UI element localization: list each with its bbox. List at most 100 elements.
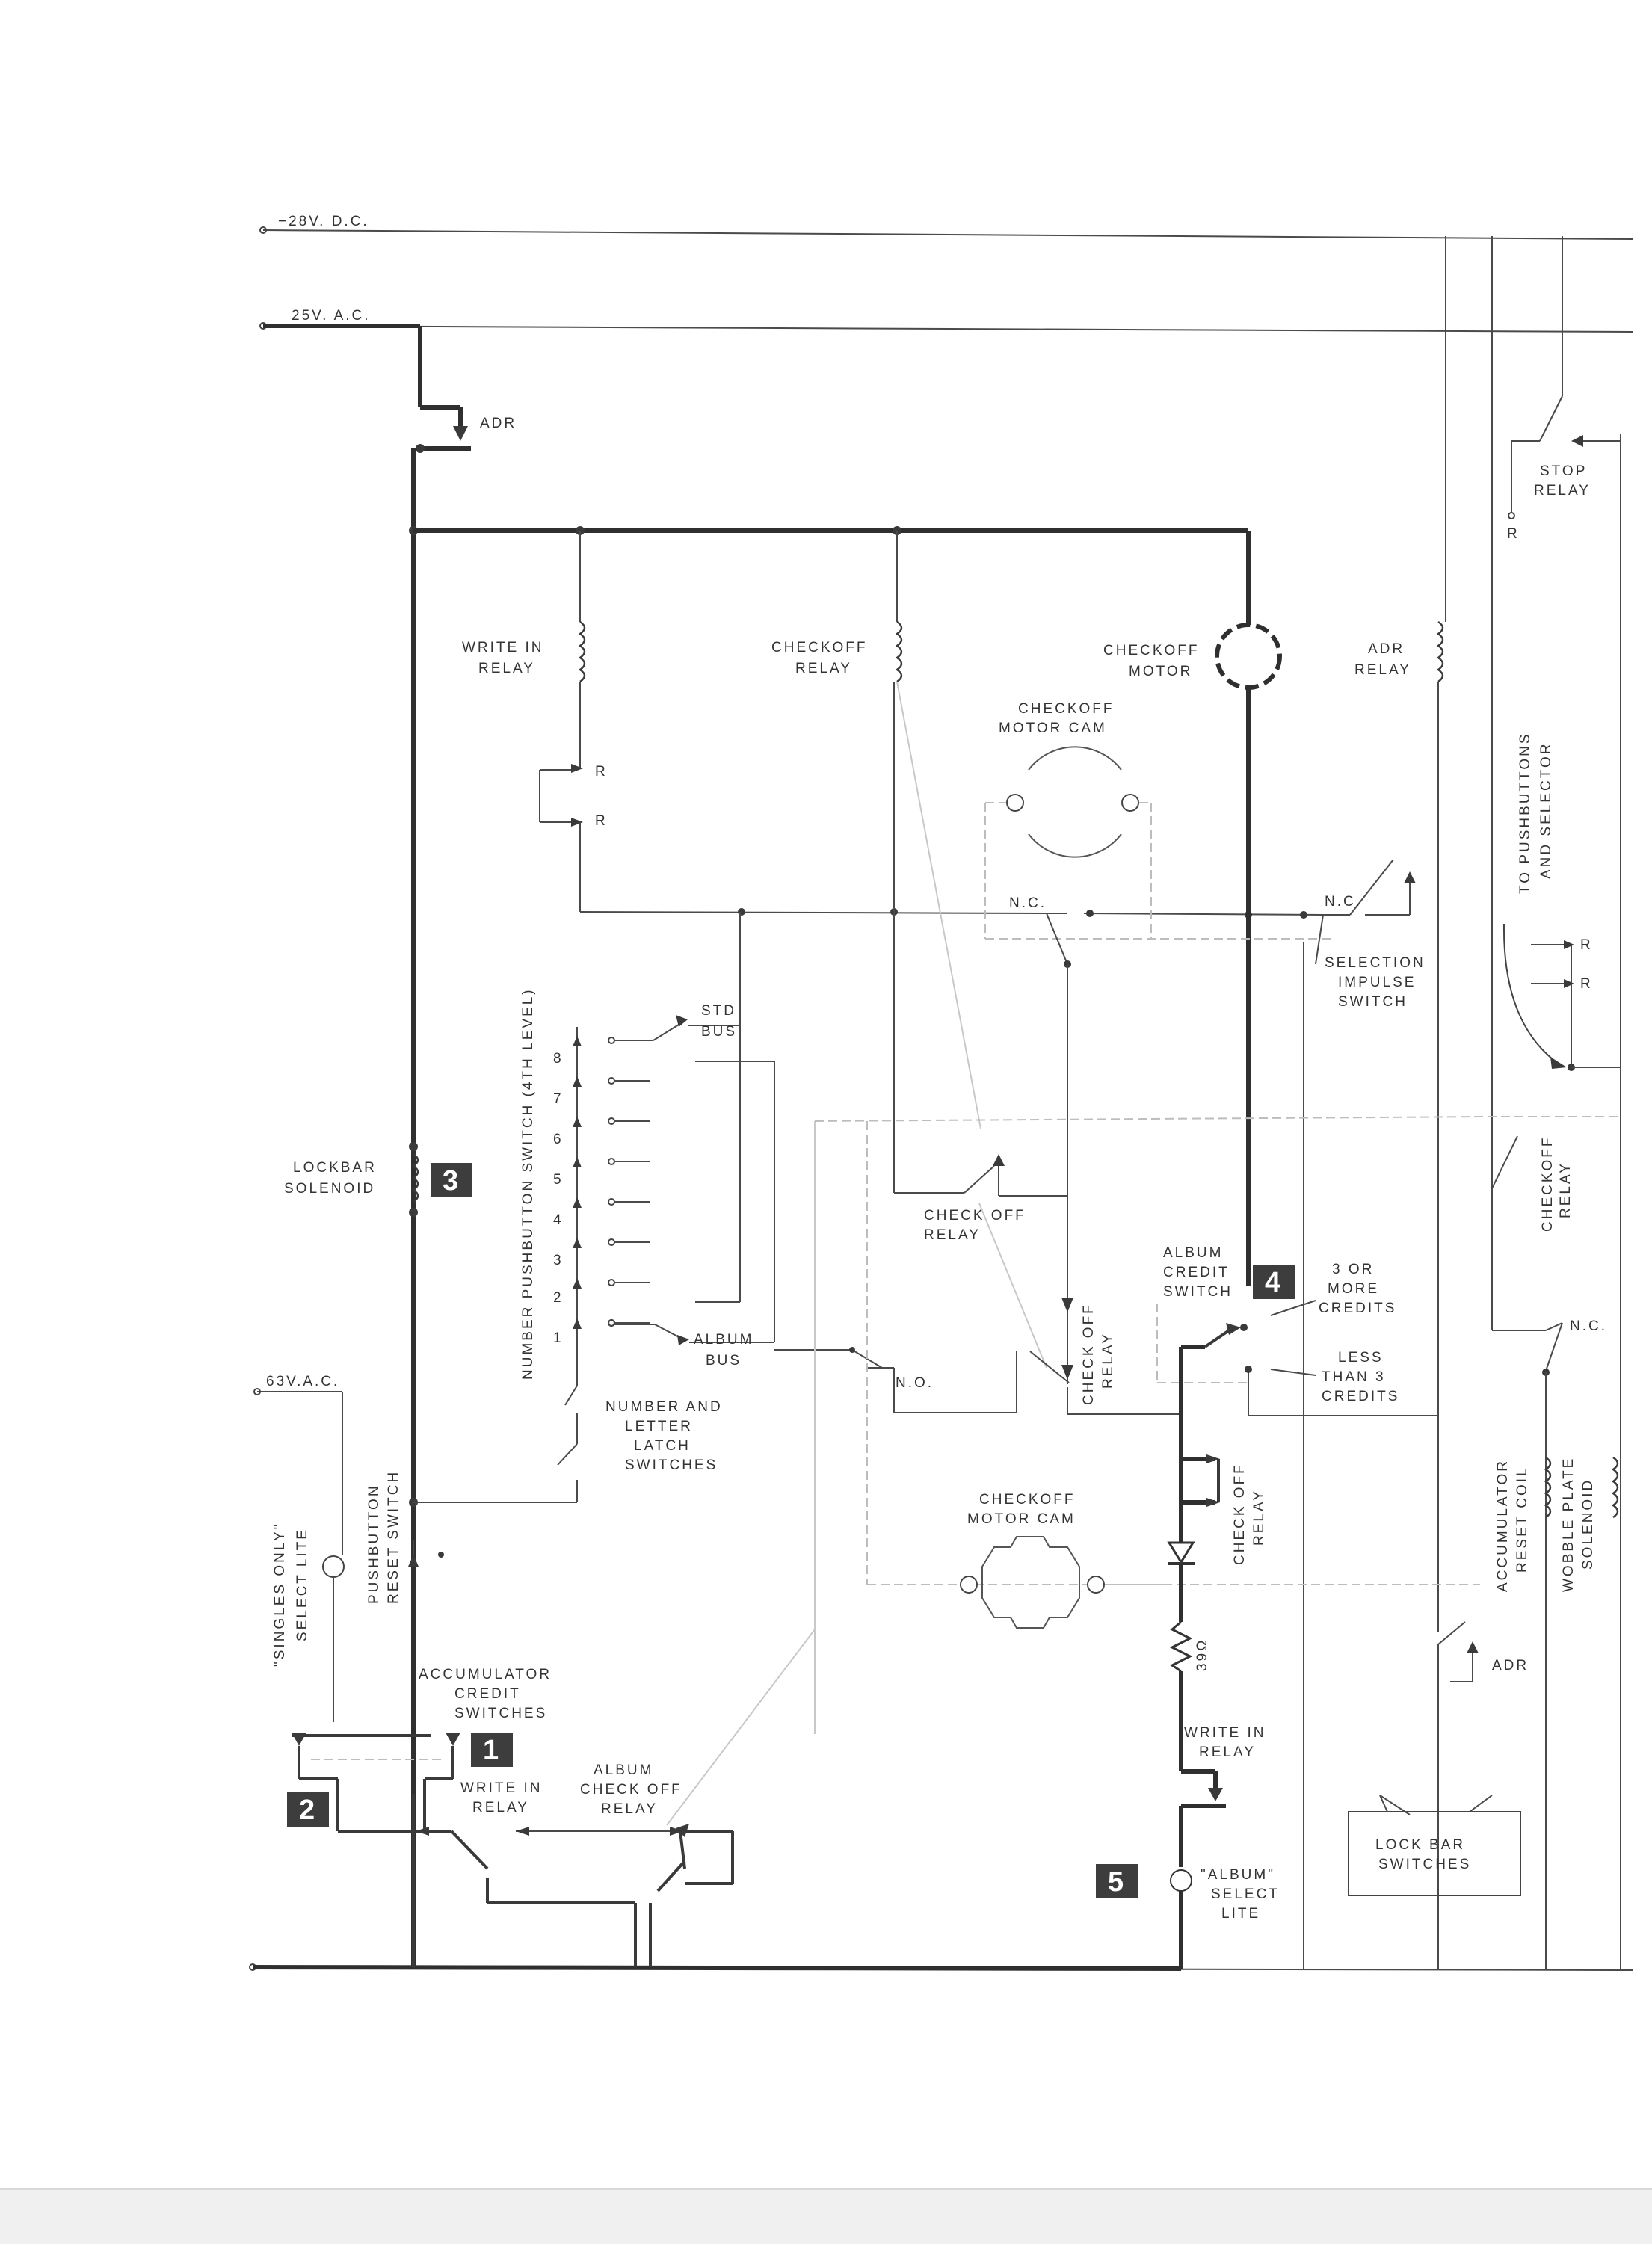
selection-impulse-label-2: IMPULSE: [1338, 975, 1416, 990]
check-off-relay-vertical: CHECK OFF RELAY: [894, 1298, 1181, 1415]
lockbar-solenoid: LOCKBAR SOLENOID 3: [284, 1142, 472, 1217]
adr-low-label: ADR: [1492, 1658, 1529, 1673]
three-more-label-1: 3 OR: [1332, 1262, 1374, 1277]
right-verticals: [1491, 236, 1621, 1969]
to-pushbuttons-label-2: AND SELECTOR: [1538, 742, 1554, 879]
lock-bar-switches: LOCK BAR SWITCHES: [1348, 1795, 1521, 1896]
check-off-relay-vert-label-2: RELAY: [1100, 1332, 1116, 1389]
singles-only-lite: "SINGLES ONLY" SELECT LITE: [253, 1388, 345, 1722]
upper-bus: [579, 908, 1324, 919]
accum-reset-label-1: ACCUMULATOR: [1495, 1459, 1511, 1592]
checkoff-motor-label-2: MOTOR: [1129, 664, 1192, 679]
accum-credit-label-2: CREDIT: [454, 1686, 521, 1702]
number-pushbutton-switch: NUMBER PUSHBUTTON SWITCH (4TH LEVEL) 8 7…: [520, 912, 934, 1413]
pb-number-6: 6: [553, 1132, 564, 1147]
selection-impulse-label-1: SELECTION: [1325, 955, 1426, 971]
accum-credit-label-3: SWITCHES: [454, 1706, 547, 1721]
r-label-4: R: [1580, 937, 1593, 953]
write-in-relay-top-label-2: RELAY: [478, 661, 535, 676]
std-bus-label-2: BUS: [701, 1024, 737, 1040]
number-letter-label-3: LATCH: [634, 1438, 691, 1454]
nc-label-4: N.C.: [1570, 1318, 1607, 1334]
to-pushbuttons-label-1: TO PUSHBUTTONS: [1517, 732, 1533, 894]
number-letter-label-1: NUMBER AND: [605, 1399, 723, 1415]
album-select-label-2: SELECT: [1211, 1886, 1280, 1902]
r-label-5: R: [1580, 976, 1593, 992]
write-in-relay-bot-label-2: RELAY: [472, 1800, 529, 1815]
ac63-supply-label: 63V.A.C.: [266, 1374, 339, 1389]
check-off-relay-mid-label-1: CHECK OFF: [924, 1208, 1026, 1224]
pb-number-2: 2: [553, 1290, 564, 1306]
accum-credit-label-1: ACCUMULATOR: [419, 1667, 552, 1682]
wobble-plate-solenoid: WOBBLE PLATE SOLENOID: [1561, 1457, 1619, 1592]
lower-center-chain: CHECK OFF RELAY 39Ω WRITE IN RELAY 5 "AL…: [1096, 1454, 1280, 1969]
number-pushbutton-label: NUMBER PUSHBUTTON SWITCH (4TH LEVEL): [520, 987, 536, 1380]
number-letter-label-2: LETTER: [625, 1419, 693, 1434]
accumulator-credit-switches: ACCUMULATOR CREDIT SWITCHES 1 2: [287, 1667, 552, 1833]
accum-reset-label-2: RESET COIL: [1514, 1466, 1530, 1573]
less-three-label-1: LESS: [1338, 1350, 1384, 1366]
accum-reset-coil: ACCUMULATOR RESET COIL: [1495, 1456, 1552, 1592]
badge-1-text: 1: [483, 1735, 499, 1766]
checkoff-relay-right: CHECKOFF RELAY N.C.: [1488, 1116, 1621, 1969]
album-checkoff-label-1: ALBUM: [594, 1762, 653, 1778]
motor-cam-top-label-2: MOTOR CAM: [999, 721, 1107, 736]
pb-number-1: 1: [553, 1330, 564, 1346]
r-label-2: R: [595, 813, 608, 829]
selection-impulse-switch: N.C. SELECTION IMPULSE SWITCH: [1303, 859, 1426, 1969]
pb-number-8: 8: [553, 1051, 564, 1067]
stop-relay-label-2: RELAY: [1534, 483, 1591, 499]
less-three-label-2: THAN 3: [1322, 1369, 1386, 1385]
to-pushbuttons: TO PUSHBUTTONS AND SELECTOR R R: [1502, 732, 1621, 1071]
singles-only-label-1: "SINGLES ONLY": [272, 1522, 288, 1667]
badge-5-text: 5: [1108, 1866, 1124, 1898]
check-off-relay-vert-label-1: CHECK OFF: [1081, 1303, 1097, 1405]
supply-labels: −28V. D.C. 25V. A.C. 63V.A.C.: [266, 214, 369, 1389]
scan-bottom-edge: [0, 2188, 1652, 2244]
motor-cam-bot-label-1: CHECKOFF: [979, 1492, 1076, 1508]
pb-number-4: 4: [553, 1212, 564, 1228]
adr-relay-label-2: RELAY: [1354, 662, 1411, 678]
album-select-label-3: LITE: [1221, 1906, 1260, 1922]
check-off-relay-mid-label-2: RELAY: [924, 1227, 981, 1243]
album-credit-switch: ALBUM CREDIT SWITCH 4 3 OR MORE CREDITS …: [1156, 1245, 1438, 1502]
checkoff-relay-right-label-2: RELAY: [1558, 1161, 1574, 1218]
write-in-relay-low-label-2: RELAY: [1199, 1744, 1256, 1760]
album-credit-label-2: CREDIT: [1163, 1265, 1230, 1280]
nc-label-1: N.C.: [1009, 895, 1047, 911]
selection-impulse-label-3: SWITCH: [1338, 994, 1408, 1010]
adr-relay: ADR RELAY: [1354, 236, 1446, 1632]
lock-bar-label-2: SWITCHES: [1378, 1857, 1471, 1872]
checkoff-relay-top-label-2: RELAY: [795, 661, 852, 676]
check-off-relay-low-label-2: RELAY: [1251, 1489, 1267, 1546]
checkoff-relay-top: CHECKOFF RELAY: [771, 531, 981, 1193]
lockbar-label-2: SOLENOID: [284, 1181, 375, 1197]
badge-3-text: 3: [443, 1165, 458, 1197]
album-select-label-1: "ALBUM": [1201, 1867, 1275, 1883]
lockbar-label-1: LOCKBAR: [293, 1160, 377, 1176]
dc-supply-label: −28V. D.C.: [278, 214, 369, 229]
checkoff-motor-label-1: CHECKOFF: [1103, 643, 1200, 658]
nc-label-2: N.C.: [1325, 894, 1362, 910]
badge-4: [1253, 1265, 1295, 1299]
badge-5: [1096, 1864, 1138, 1898]
nc-label-3: N.O.: [896, 1375, 934, 1391]
latch-switches: NUMBER AND LETTER LATCH SWITCHES: [557, 1377, 723, 1502]
checkoff-motor: CHECKOFF MOTOR: [1103, 531, 1282, 1286]
badge-3: [431, 1163, 472, 1197]
check-off-relay-mid: CHECK OFF RELAY: [814, 1116, 1488, 1585]
checkoff-relay-top-label-1: CHECKOFF: [771, 640, 868, 655]
album-bus-label-1: ALBUM: [694, 1332, 753, 1348]
adr-top-label: ADR: [480, 416, 517, 431]
stop-relay-label-1: STOP: [1540, 463, 1587, 479]
motor-cam-bottom: CHECKOFF MOTOR CAM: [867, 1492, 1166, 1629]
album-credit-label-1: ALBUM: [1163, 1245, 1223, 1261]
motor-cam-top-label-1: CHECKOFF: [1018, 701, 1115, 717]
r-label-1: R: [595, 764, 608, 780]
check-off-relay-low-label-1: CHECK OFF: [1232, 1463, 1248, 1565]
pb-number-7: 7: [553, 1091, 564, 1107]
pushbutton-reset-label-1: PUSHBUTTON: [366, 1484, 382, 1604]
motor-cam-top: CHECKOFF MOTOR CAM N.C.: [984, 701, 1331, 1315]
